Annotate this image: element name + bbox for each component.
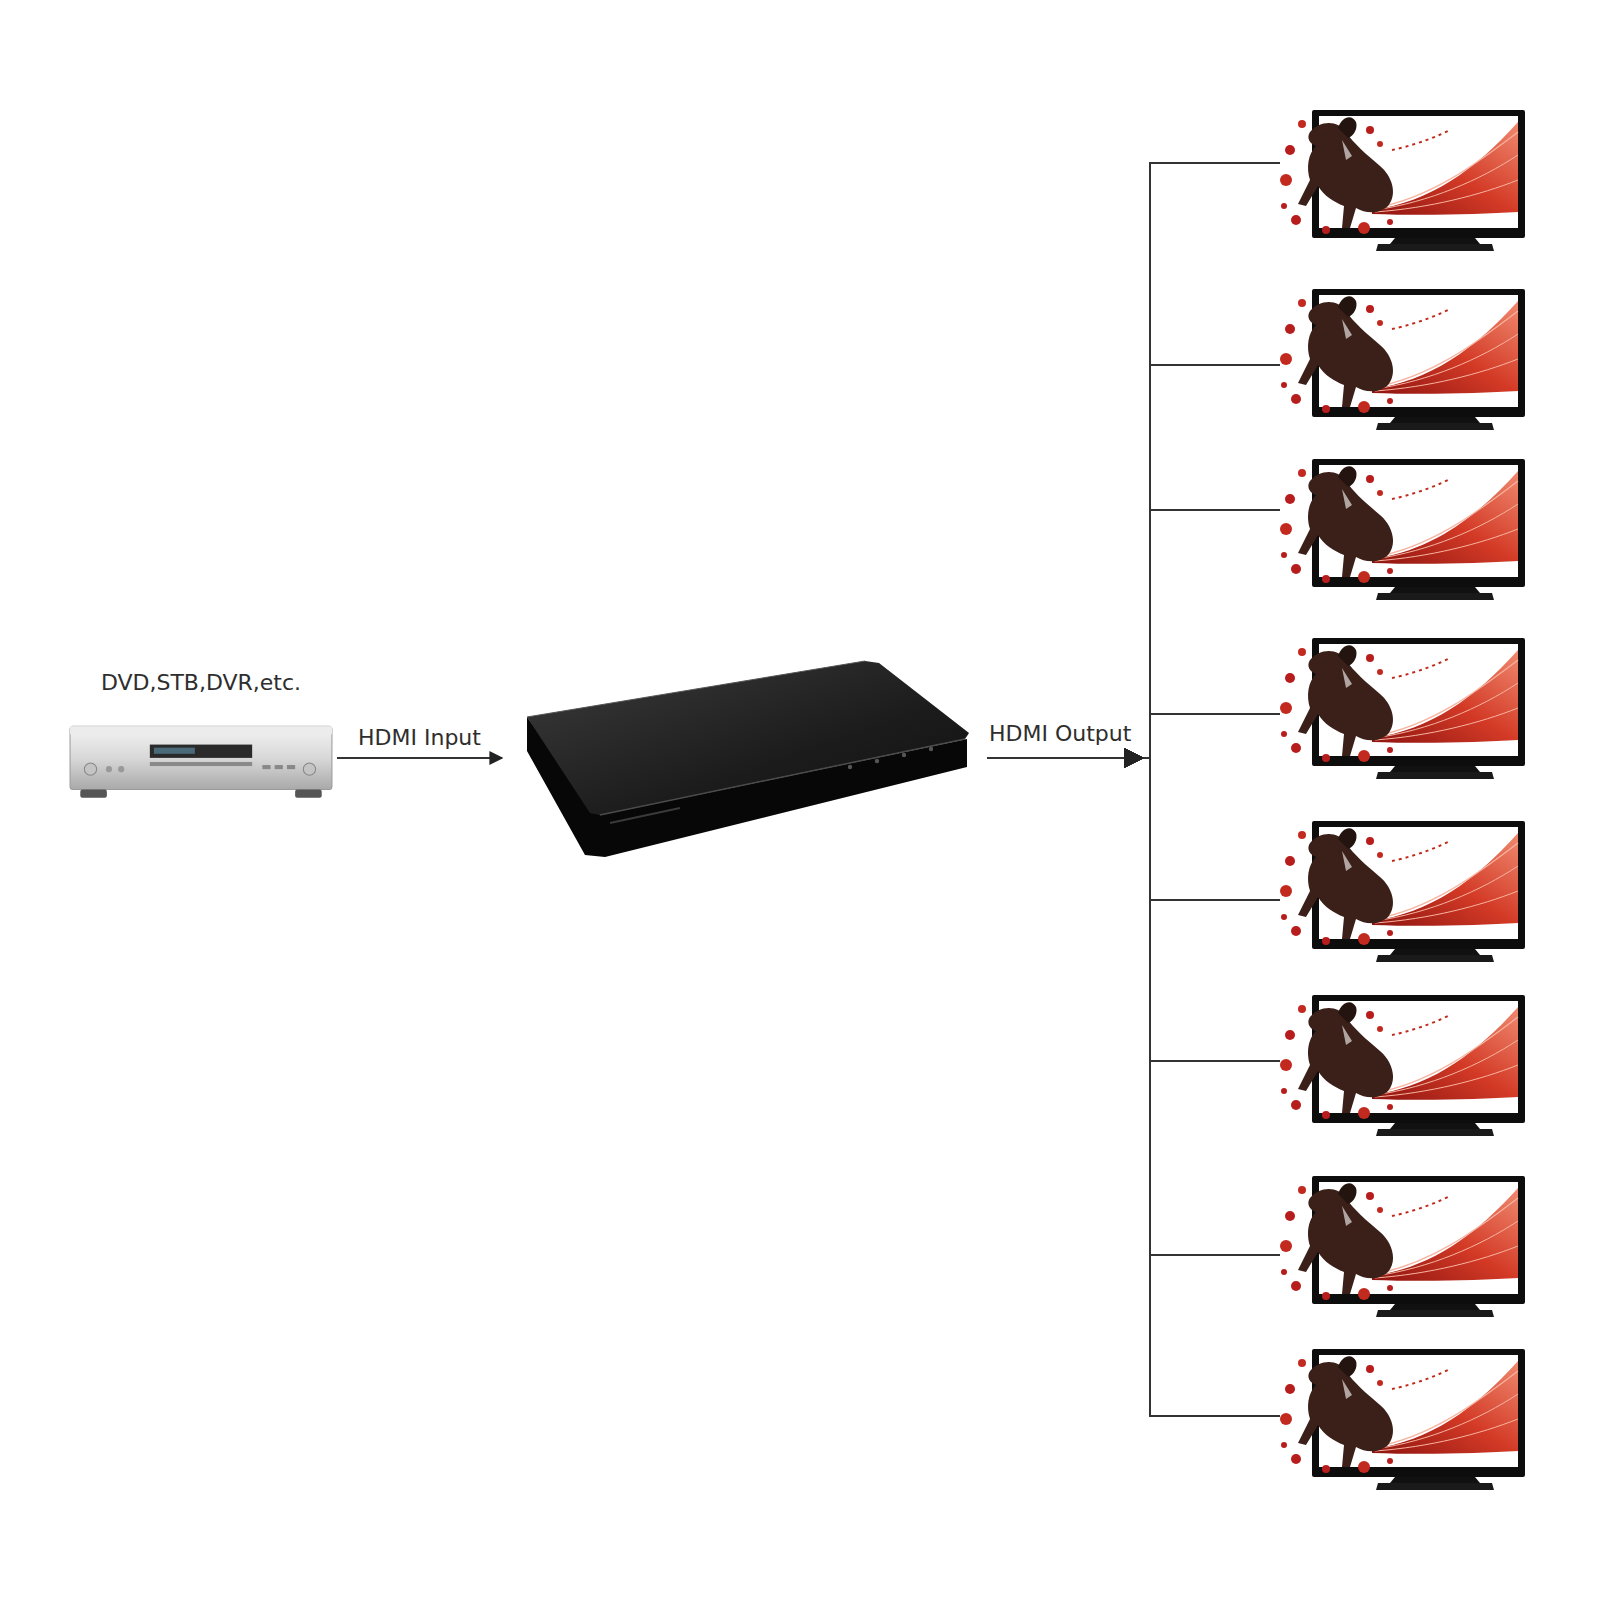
- arrowhead: [1124, 748, 1144, 768]
- hdmi-cable: [987, 758, 1280, 1416]
- hdmi-cable: [987, 714, 1280, 758]
- tv-display-picture: [1280, 638, 1525, 779]
- hdmi-cable: [987, 758, 1280, 1061]
- tv-display-picture: [1280, 1349, 1525, 1490]
- arrowhead: [1124, 748, 1144, 768]
- tv-display-art: [1280, 821, 1530, 966]
- source-device-art: [68, 724, 334, 802]
- hdmi-cable: [987, 758, 1280, 1255]
- tv-display: [1280, 110, 1530, 255]
- hdmi-cable: [987, 365, 1280, 758]
- hdmi-cable: [987, 758, 1280, 900]
- hdmi-splitter-art: [505, 655, 985, 865]
- hdmi-cable: [337, 757, 502, 759]
- tv-display-art: [1280, 110, 1530, 255]
- arrowhead: [1124, 748, 1144, 768]
- hdmi-cable: [987, 510, 1280, 758]
- tv-display: [1280, 1176, 1530, 1321]
- tv-display: [1280, 821, 1530, 966]
- tv-display-picture: [1280, 289, 1525, 430]
- arrowhead: [1124, 748, 1144, 768]
- tv-display-picture: [1280, 1176, 1525, 1317]
- tv-display-picture: [1280, 459, 1525, 600]
- tv-display-art: [1280, 1176, 1530, 1321]
- tv-display: [1280, 289, 1530, 434]
- source-device-picture: [70, 726, 332, 798]
- tv-display-art: [1280, 459, 1530, 604]
- tv-display-picture: [1280, 995, 1525, 1136]
- arrowhead: [1124, 748, 1144, 768]
- hdmi-splitter: [505, 655, 985, 865]
- arrowhead: [1124, 748, 1144, 768]
- arrowhead: [1124, 748, 1144, 768]
- tv-display-picture: [1280, 821, 1525, 962]
- tv-display: [1280, 638, 1530, 783]
- source-device: DVD,STB,DVR,etc.: [68, 668, 334, 802]
- edge-label: HDMI Input: [356, 725, 483, 750]
- hdmi-cable: [987, 163, 1280, 758]
- arrowhead: [1124, 748, 1144, 768]
- tv-display: [1280, 995, 1530, 1140]
- tv-display: [1280, 459, 1530, 604]
- signal-label: HDMI Output: [987, 721, 1133, 746]
- tv-display-art: [1280, 995, 1530, 1140]
- tv-display-picture: [1280, 110, 1525, 251]
- device-label: DVD,STB,DVR,etc.: [68, 668, 334, 695]
- tv-display-art: [1280, 638, 1530, 783]
- hdmi-splitter-picture: [527, 661, 969, 857]
- tv-display-art: [1280, 289, 1530, 434]
- tv-display-art: [1280, 1349, 1530, 1494]
- tv-display: [1280, 1349, 1530, 1494]
